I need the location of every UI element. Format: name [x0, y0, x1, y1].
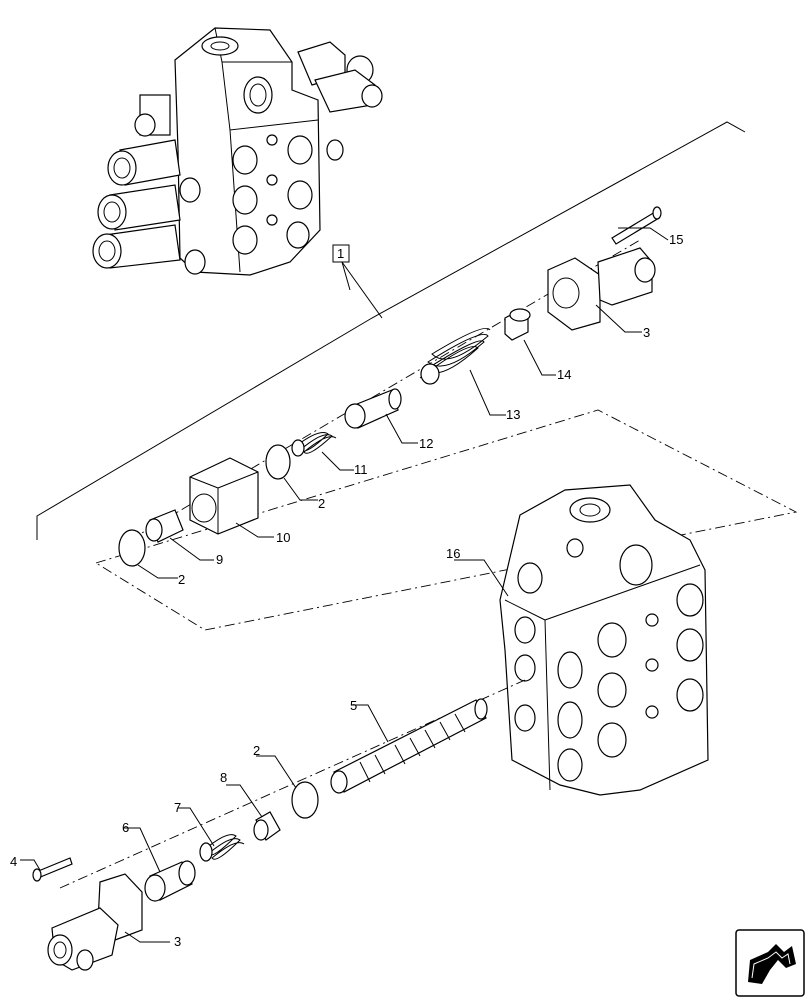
subassembly-outline — [94, 409, 798, 631]
callout-label: 3 — [174, 934, 181, 949]
callout-label: 12 — [419, 436, 433, 451]
valve-assembly-illustration — [92, 27, 383, 276]
callout-label: 2 — [318, 496, 325, 511]
callout-label: 2 — [253, 743, 260, 758]
leader-lines — [20, 227, 669, 943]
callout-label: 1 — [337, 246, 344, 261]
part-2-o-ring-upper — [265, 444, 291, 480]
part-3-end-cap-lower — [47, 873, 143, 971]
part-15-bolt — [611, 206, 662, 245]
callout-label: 4 — [10, 854, 17, 869]
callout-label: 10 — [276, 530, 290, 545]
callout-1-leader-b — [341, 261, 351, 291]
callout-label: 5 — [350, 698, 357, 713]
callout-label: 15 — [669, 232, 683, 247]
part-6-sleeve — [144, 860, 196, 902]
part-3-end-cap-upper — [547, 247, 656, 331]
callout-label: 3 — [643, 325, 650, 340]
next-page-arrow-icon[interactable] — [735, 929, 805, 997]
callout-label: 9 — [216, 552, 223, 567]
part-11-spring — [291, 432, 337, 457]
part-7-spring — [199, 834, 245, 862]
callout-label: 8 — [220, 770, 227, 785]
part-13-spring — [419, 327, 491, 385]
part-4-screw — [32, 857, 73, 882]
part-10-spacer-block — [189, 457, 259, 535]
part-5-spool — [330, 698, 488, 794]
callout-label: 14 — [557, 367, 571, 382]
callout-label: 13 — [506, 407, 520, 422]
part-12-sleeve — [344, 388, 402, 429]
callout-label: 11 — [354, 462, 368, 477]
part-9-bushing — [145, 509, 184, 543]
callout-1-box — [332, 244, 350, 263]
part-2-o-ring-lower — [291, 781, 319, 819]
callout-label: 7 — [174, 800, 181, 815]
part-14-plug — [504, 308, 531, 341]
part-16-valve-section — [499, 484, 709, 796]
callout-label: 16 — [446, 546, 460, 561]
part-8-plug — [253, 811, 281, 841]
group-bracket-line — [36, 121, 746, 540]
axis-line-upper — [129, 239, 641, 541]
part-2-o-ring-left — [118, 529, 146, 567]
callout-1-leader-a — [341, 261, 383, 319]
callout-label: 6 — [122, 820, 129, 835]
callout-label: 2 — [178, 572, 185, 587]
